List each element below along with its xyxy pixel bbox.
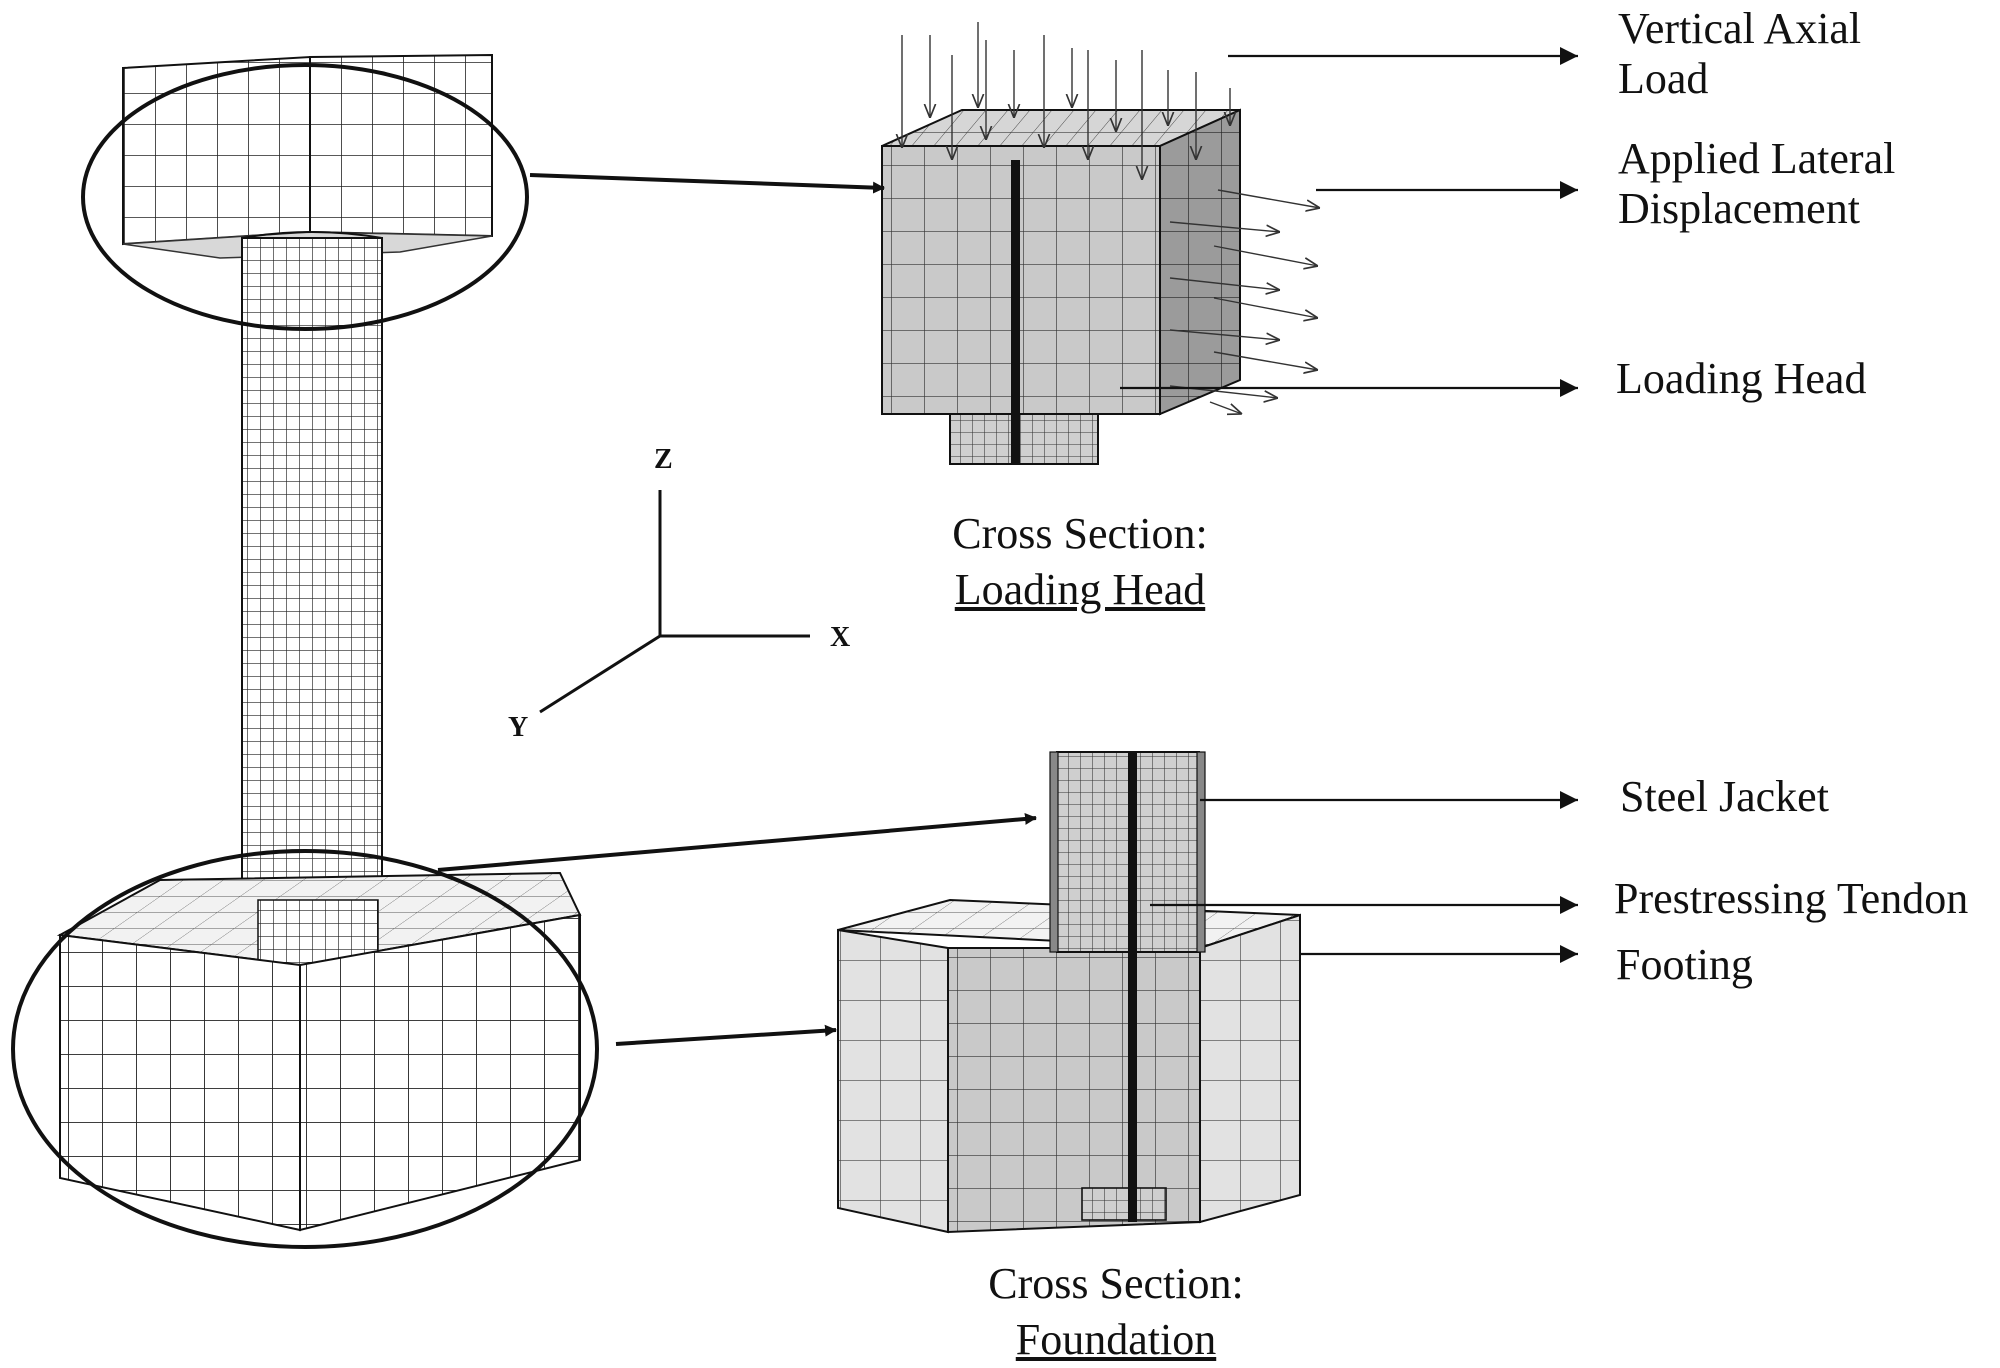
vertical-load-arrows [902, 22, 1230, 180]
top-callout-ellipse [81, 63, 529, 331]
lateral-displacement-arrows [1169, 189, 1320, 414]
z-axis-label: Z [654, 444, 673, 475]
bottom-callout-ellipse [11, 849, 599, 1249]
y-axis [539, 634, 661, 714]
foundation-side-face [1199, 913, 1301, 1224]
caption-loading-head-line1: Cross Section: [952, 509, 1208, 558]
head-tendon [1011, 160, 1020, 464]
caption-foundation: Cross Section: Foundation [916, 1256, 1316, 1368]
label-vertical-axial-load: Vertical Axial Load [1618, 4, 1862, 103]
caption-loading-head: Cross Section: Loading Head [880, 506, 1280, 618]
label-applied-lateral-displacement: Applied Lateral Displacement [1618, 134, 1896, 233]
full-pier-model [56, 53, 582, 1232]
pier-column [241, 237, 383, 975]
label-footing: Footing [1616, 940, 1753, 989]
caption-foundation-line2: Foundation [1015, 1315, 1217, 1364]
foundation-cross-section [837, 751, 1301, 1234]
footing-side-face [299, 913, 581, 1232]
label-steel-jacket: Steel Jacket [1620, 772, 1829, 821]
caption-loading-head-line2: Loading Head [954, 565, 1206, 614]
foundation-tendon [1128, 752, 1137, 1222]
loading-head-front-face [122, 55, 311, 246]
label-leaders [1120, 47, 1578, 963]
head-side-face [1159, 108, 1241, 416]
label-loading-head: Loading Head [1616, 354, 1867, 403]
foundation-left-face [837, 928, 949, 1234]
loading-head-side-face [309, 53, 493, 238]
x-axis-label: X [830, 622, 851, 653]
label-prestressing-tendon: Prestressing Tendon [1614, 874, 1969, 923]
caption-foundation-line1: Cross Section: [988, 1259, 1244, 1308]
loading-head-cross-section [881, 22, 1320, 465]
connector-arrows [437, 173, 1037, 1046]
y-axis-label: Y [508, 712, 529, 743]
coordinate-axes [539, 490, 810, 714]
head-front-face [881, 145, 1161, 415]
